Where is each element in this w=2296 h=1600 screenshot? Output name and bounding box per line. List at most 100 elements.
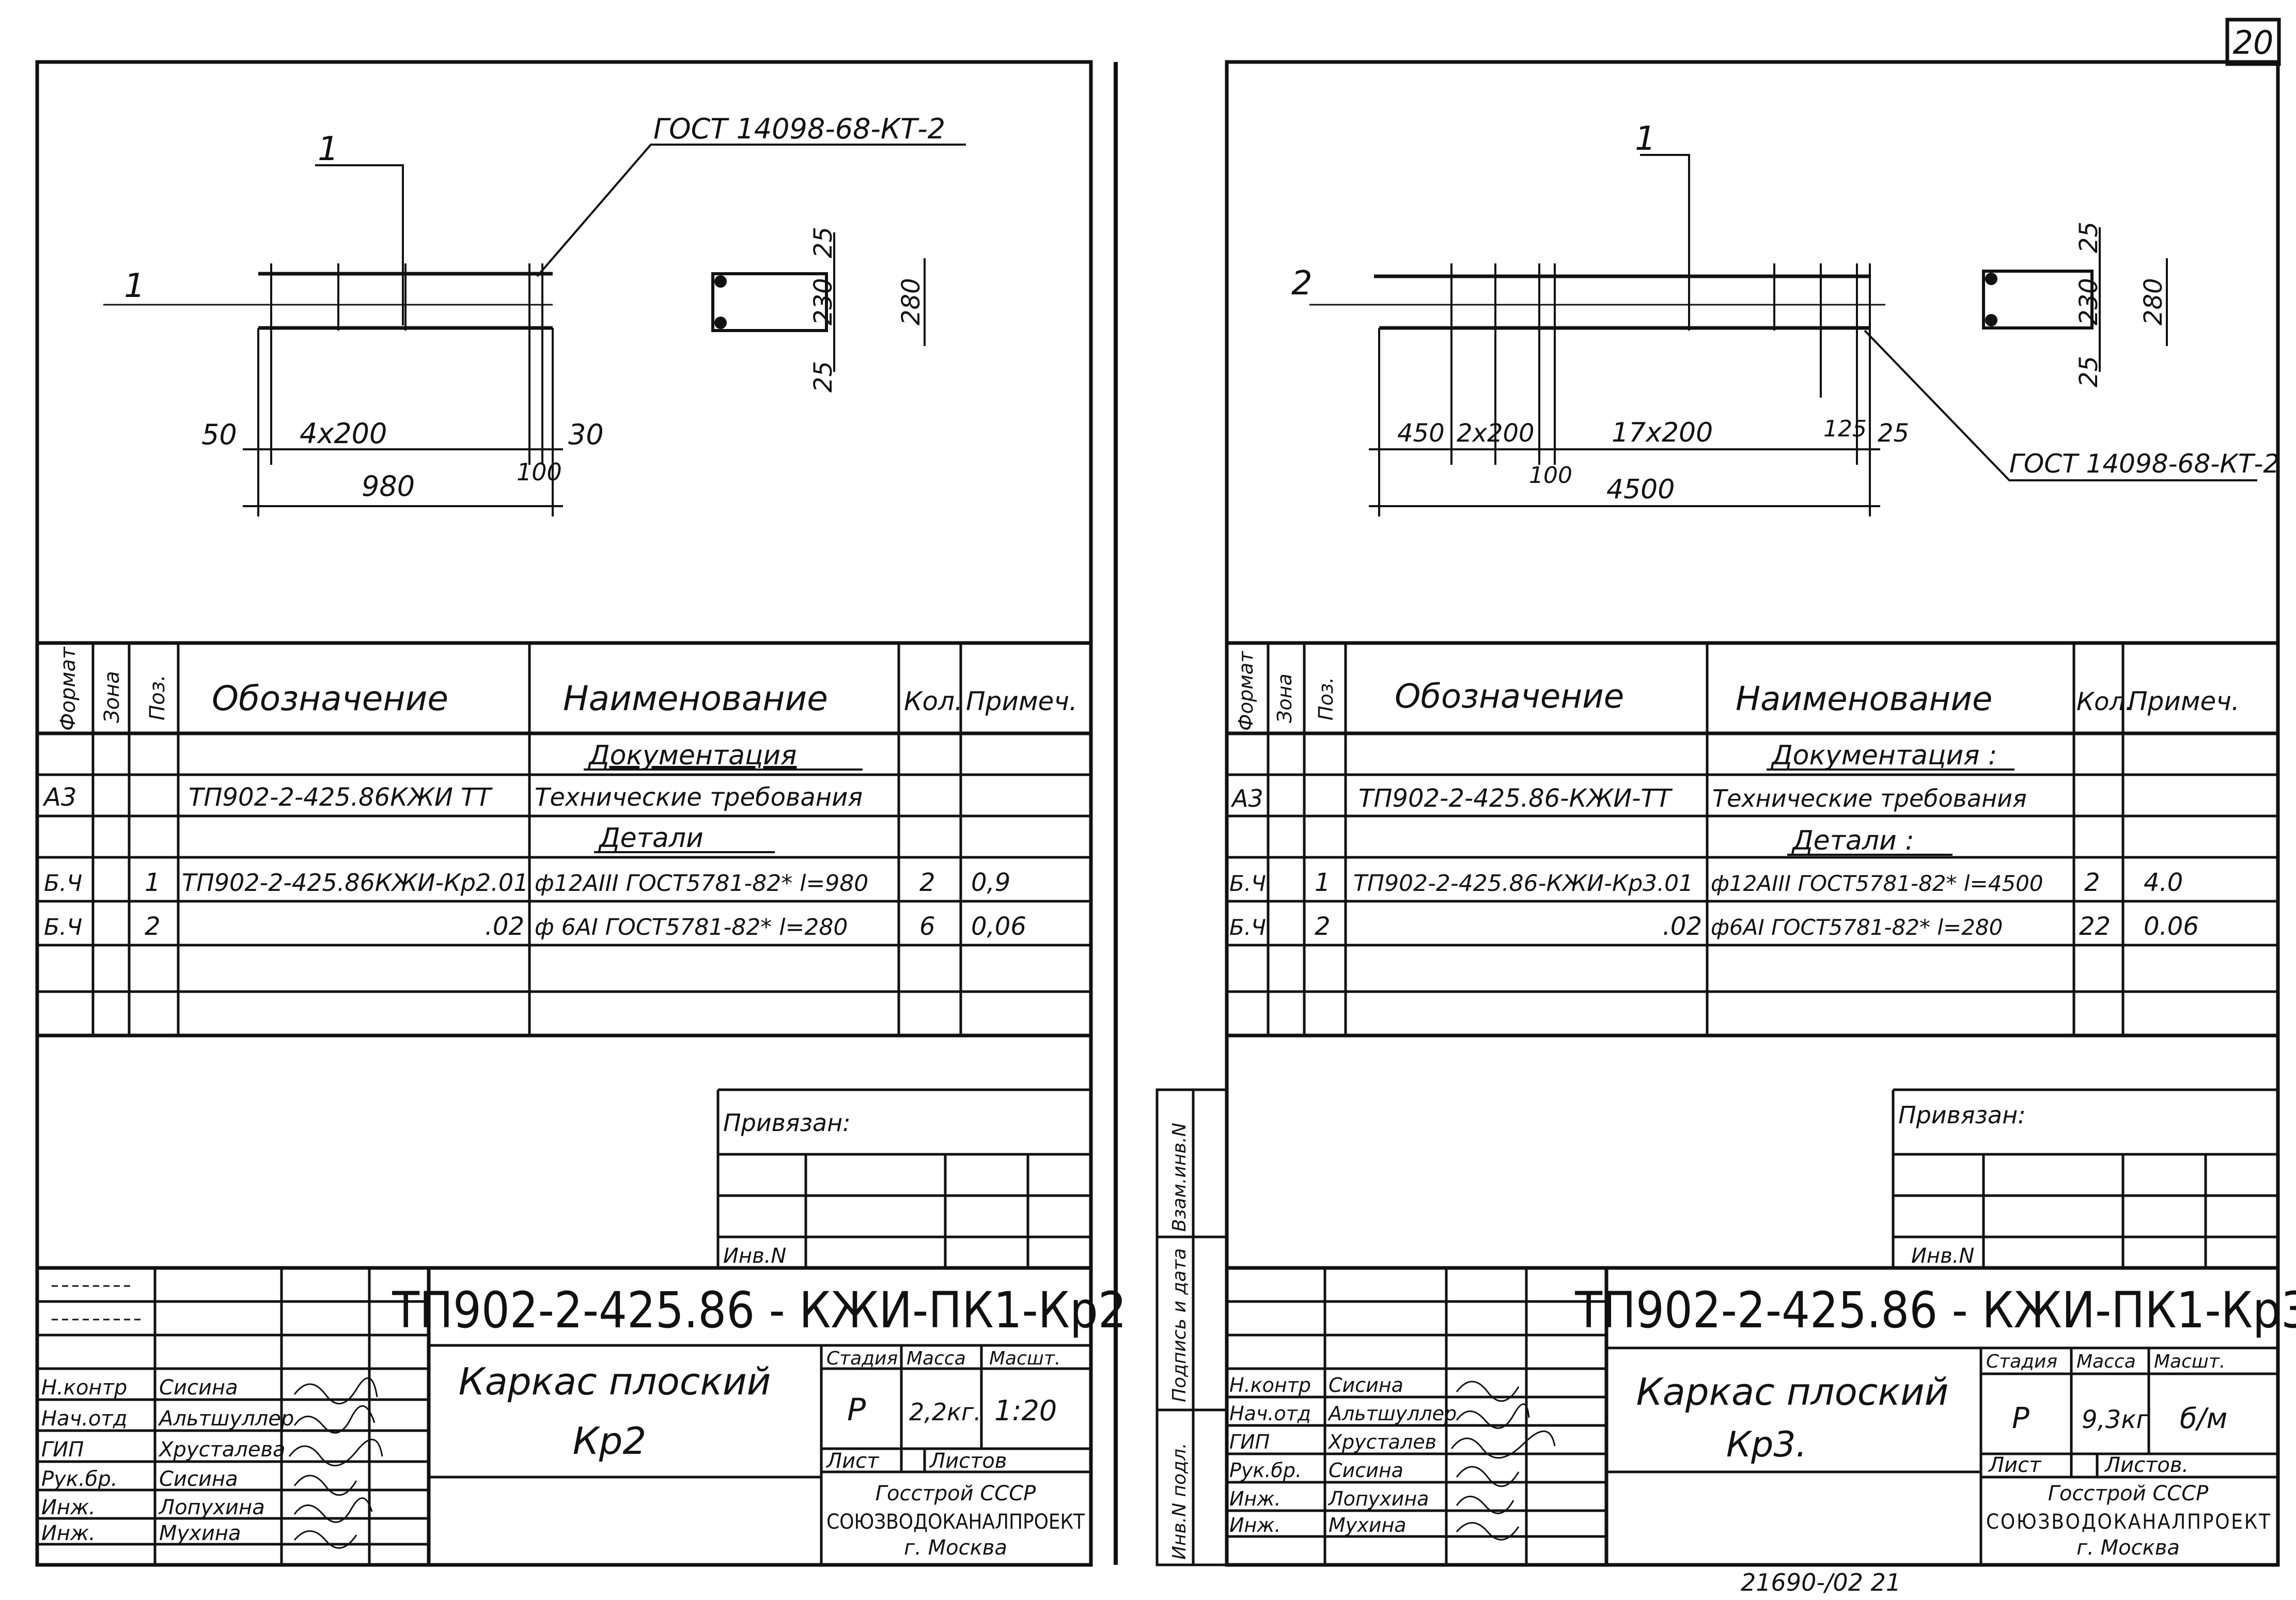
leader-pos [1640, 154, 1690, 331]
org-3: г. Москва [2076, 1536, 2180, 1560]
head-pos: Поз. [146, 674, 169, 720]
signer-name-5: Лопухина [1327, 1487, 1429, 1510]
row3-designation: .02 [485, 912, 524, 941]
drawing-code: ТП902-2-425.86 - КЖИ-ПК1-Кр3 [1574, 1281, 2296, 1339]
row1-designation: ТП902-2-425.86КЖИ ТТ [189, 783, 493, 812]
side-stamp-inv: Инв.N подл. [1169, 1443, 1190, 1560]
signer-name-1: Сисина [159, 1376, 238, 1400]
signer-role-1: Н.контр [1229, 1374, 1311, 1397]
row3-format: Б.Ч [44, 914, 82, 940]
drawing-name-2: Кр3. [1726, 1424, 1807, 1465]
row1-designation: ТП902-2-425.86-КЖИ-ТТ [1358, 784, 1673, 813]
drawing-name-1: Каркас плоский [1636, 1370, 1949, 1414]
head-designation: Обозначение [212, 679, 448, 718]
dim-right: 30 [568, 418, 604, 451]
side-pos-label: 2 [1291, 264, 1313, 303]
mass-label: Масса [2076, 1351, 2136, 1372]
drawing-code: ТП902-2-425.86 - КЖИ-ПК1-Кр2 [392, 1281, 1127, 1339]
drawing-left: 1 1 ГОСТ 14098-68-КТ-2 50 4x200 100 30 9… [103, 113, 966, 516]
row3-note: 0,06 [971, 912, 1026, 941]
spec-table-left: Формат Зона Поз. Обозначение Наименовани… [37, 641, 1091, 1038]
head-name: Наименование [563, 679, 828, 718]
signer-role-4: Рук.бр. [41, 1467, 117, 1491]
head-format: Формат [56, 646, 80, 731]
sec-total: 280 [897, 278, 926, 325]
signer-name-2: Альтшуллер [1327, 1402, 1457, 1425]
row3-pos: 2 [1315, 912, 1331, 941]
signer-name-2: Альтшуллер [158, 1407, 294, 1431]
section-bar-bottom [714, 317, 727, 329]
inv-label: Инв.N [1911, 1244, 1974, 1268]
mass-value: 2,2кг. [909, 1398, 981, 1426]
head-qty: Кол. [904, 686, 963, 716]
leader-pos-label: 1 [1635, 120, 1656, 158]
org-3: г. Москва [904, 1536, 1007, 1560]
row3-pos: 2 [145, 912, 161, 941]
signer-role-1: Н.контр [41, 1376, 127, 1400]
signer-role-6: Инж. [1229, 1514, 1281, 1536]
section-parts: Детали [598, 823, 704, 854]
sheet-label: Лист [825, 1449, 880, 1473]
row1-name: Технические требования [535, 783, 863, 812]
dim-last: 100 [517, 458, 562, 486]
dim-b: 2x200 [1457, 419, 1535, 448]
row3-format: Б.Ч [1229, 915, 1266, 940]
sheet-label: Лист [1988, 1453, 2042, 1477]
signer-name-3: Хрусталева [158, 1438, 286, 1462]
head-designation: Обозначение [1395, 678, 1624, 716]
row2-format: Б.Ч [1229, 871, 1266, 896]
row2-format: Б.Ч [44, 870, 82, 897]
dim-total: 980 [362, 470, 415, 503]
head-note: Примеч. [2128, 686, 2240, 716]
gost-callout: ГОСТ 14098-68-КТ-2 [2009, 449, 2279, 479]
row2-designation: ТП902-2-425.86КЖИ-Кр2.01 [182, 869, 528, 897]
side-stamp-replace: Взам.инв.N [1169, 1123, 1190, 1232]
row2-note: 0,9 [971, 868, 1010, 897]
section-bar-bottom [1985, 314, 1997, 326]
sheet-left: 1 1 ГОСТ 14098-68-КТ-2 50 4x200 100 30 9… [35, 60, 1127, 1567]
section-rect [711, 272, 828, 332]
leader-pos-label: 1 [318, 130, 339, 168]
signer-role-5: Инж. [41, 1496, 96, 1519]
sec-top: 25 [809, 227, 838, 258]
signer-role-2: Нач.отд [41, 1407, 127, 1431]
sec-mid: 230 [2074, 278, 2103, 325]
row2-name: ф12АIII ГОСТ5781-82* l=980 [535, 870, 868, 897]
leader-pos [315, 164, 404, 325]
drawing-name-1: Каркас плоский [459, 1360, 771, 1403]
stage-label: Стадия [826, 1348, 898, 1369]
signer-role-4: Рук.бр. [1229, 1459, 1302, 1482]
mass-value: 9,3кг [2082, 1405, 2149, 1434]
signer-name-4: Сисина [1329, 1459, 1403, 1482]
section-docs: Документация [588, 740, 796, 771]
row3-name: ф 6АI ГОСТ5781-82* l=280 [535, 914, 848, 940]
stage-label: Стадия [1986, 1351, 2057, 1372]
sheet-right-frame [1225, 60, 2280, 1567]
row2-designation: ТП902-2-425.86-КЖИ-Кр3.01 [1353, 870, 1693, 897]
signer-role-2: Нач.отд [1229, 1402, 1311, 1425]
signer-name-5: Лопухина [158, 1496, 265, 1519]
binding-box-left: Привязан: Инв.N [716, 1088, 1091, 1268]
head-zone: Зона [100, 671, 124, 723]
row2-name: ф12АIII ГОСТ5781-82* l=4500 [1711, 871, 2043, 896]
dim-e: 125 [1823, 416, 1867, 442]
sec-bot: 25 [809, 361, 838, 393]
signer-name-3: Хрусталев [1327, 1431, 1436, 1453]
dim-d: 17x200 [1612, 417, 1713, 448]
row3-designation: .02 [1663, 912, 1702, 941]
signer-role-5: Инж. [1229, 1487, 1281, 1510]
page-number: 20 [2233, 24, 2274, 61]
stage-value: Р [847, 1392, 866, 1428]
gost-leader [1864, 330, 2257, 481]
org-2: СОЮЗВОДОКАНАЛПРОЕКТ [1986, 1510, 2271, 1534]
dim-pitch: 4x200 [300, 417, 387, 450]
spec-table-right: Формат Зона Поз. Обозначение Наименовани… [1227, 641, 2278, 1038]
signer-role-3: ГИП [1229, 1431, 1270, 1453]
row2-pos: 1 [1315, 868, 1331, 897]
dim-left: 50 [201, 418, 237, 451]
sheet-right: Инв.N подл. Подпись и дата Взам.инв.N 1 … [1155, 60, 2296, 1567]
gost-leader [536, 144, 966, 277]
section-parts: Детали : [1791, 825, 1914, 856]
row1-format: А3 [42, 783, 76, 812]
